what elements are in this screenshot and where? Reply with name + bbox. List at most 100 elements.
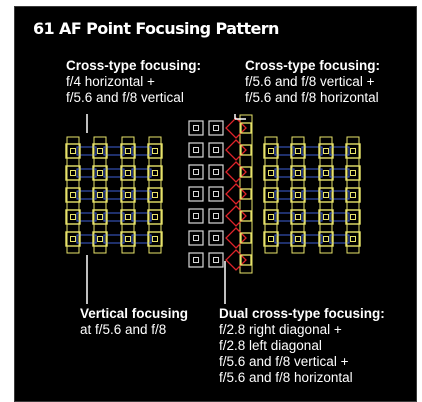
left_group-af-point bbox=[65, 165, 81, 181]
right_group-horizontal-frame bbox=[329, 234, 350, 244]
left_group-af-point bbox=[65, 143, 81, 159]
right_group-horizontal-frame bbox=[329, 168, 350, 178]
center-gray-af-point-core bbox=[213, 147, 219, 153]
callout-cross-type-outer: Cross-type focusing: f/4 horizontal + f/… bbox=[66, 58, 201, 106]
right_group-horizontal-frame bbox=[274, 146, 295, 156]
right_group-vertical-strip bbox=[346, 136, 360, 254]
right_group-horizontal-frame bbox=[274, 234, 295, 244]
left_group-horizontal-frame bbox=[76, 190, 97, 200]
right_group-af-point bbox=[345, 143, 361, 159]
callout-heading: Cross-type focusing: bbox=[66, 58, 202, 73]
left_group-vertical-strip bbox=[93, 136, 107, 254]
left_group-af-point-core bbox=[125, 236, 131, 242]
left_group-vertical-strip bbox=[148, 136, 162, 254]
right_group-af-point bbox=[263, 165, 279, 181]
right_group-af-point-core bbox=[295, 148, 301, 154]
left_group-horizontal-frame bbox=[131, 212, 152, 222]
center-gray-af-point bbox=[188, 230, 204, 246]
left_group-af-point-core bbox=[70, 148, 76, 154]
callout-line: f/5.6 and f/8 vertical bbox=[66, 90, 184, 105]
center-vertical-strip bbox=[239, 114, 253, 274]
right_group-af-point-core bbox=[268, 192, 274, 198]
callout-line: f/5.6 and f/8 horizontal bbox=[219, 370, 353, 385]
center-gray-af-point bbox=[208, 142, 224, 158]
center-gray-af-point bbox=[208, 120, 224, 136]
left_group-horizontal-frame bbox=[103, 190, 125, 200]
diagonal-frame bbox=[225, 161, 247, 183]
diagonal-frame bbox=[225, 117, 247, 139]
center-gray-af-point bbox=[188, 142, 204, 158]
left_group-af-point-core bbox=[125, 192, 131, 198]
af-pattern-panel: 61 AF Point Focusing Pattern Cross-type … bbox=[14, 6, 417, 402]
right_group-af-point-core bbox=[323, 236, 329, 242]
left_group-af-point bbox=[92, 209, 108, 225]
callout-vertical-focusing: Vertical focusing at f/5.6 and f/8 bbox=[80, 306, 188, 338]
center-gray-af-point bbox=[188, 164, 204, 180]
center-gray-af-point bbox=[188, 252, 204, 268]
right_group-af-point bbox=[263, 209, 279, 225]
right_group-af-point bbox=[345, 231, 361, 247]
right_group-horizontal-frame bbox=[301, 146, 323, 156]
left_group-af-point bbox=[147, 143, 163, 159]
diagram-title: 61 AF Point Focusing Pattern bbox=[33, 19, 279, 38]
left_group-af-point-core bbox=[70, 170, 76, 176]
right_group-af-point-core bbox=[295, 192, 301, 198]
center-gray-af-point bbox=[188, 186, 204, 202]
callout-dual-cross-type: Dual cross-type focusing: f/2.8 right di… bbox=[219, 306, 385, 386]
left_group-af-point-core bbox=[152, 148, 158, 154]
left_group-af-point bbox=[147, 231, 163, 247]
callout-line: f/4 horizontal + bbox=[66, 74, 155, 89]
center-gray-af-point-core bbox=[193, 147, 199, 153]
diagonal-frame bbox=[225, 227, 247, 249]
right_group-horizontal-frame bbox=[329, 212, 350, 222]
right_group-af-point bbox=[290, 187, 306, 203]
diagonal-frame bbox=[225, 139, 247, 161]
center-gray-af-point bbox=[188, 208, 204, 224]
right_group-af-point-core bbox=[268, 170, 274, 176]
diagonal-frame bbox=[225, 205, 247, 227]
left_group-af-point-core bbox=[152, 214, 158, 220]
right_group-af-point bbox=[318, 165, 334, 181]
right_group-af-point-core bbox=[323, 148, 329, 154]
callout-heading: Dual cross-type focusing: bbox=[219, 306, 385, 321]
left_group-horizontal-frame bbox=[103, 234, 125, 244]
callout-cross-type-inner: Cross-type focusing: f/5.6 and f/8 verti… bbox=[245, 58, 380, 106]
center-gray-af-point bbox=[208, 230, 224, 246]
left_group-horizontal-frame bbox=[103, 146, 125, 156]
left_group-af-point-core bbox=[152, 236, 158, 242]
center-gray-af-point-core bbox=[193, 169, 199, 175]
left_group-af-point bbox=[120, 187, 136, 203]
center-gray-af-point bbox=[208, 164, 224, 180]
left_group-af-point-core bbox=[152, 192, 158, 198]
left_group-af-point-core bbox=[97, 148, 103, 154]
callout-heading: Vertical focusing bbox=[80, 306, 189, 321]
callout-line: f/5.6 and f/8 vertical + bbox=[245, 74, 375, 89]
center-gray-af-point-core bbox=[193, 257, 199, 263]
center-gray-af-point-core bbox=[193, 213, 199, 219]
left_group-af-point-core bbox=[152, 170, 158, 176]
left_group-af-point bbox=[120, 209, 136, 225]
right_group-af-point bbox=[263, 231, 279, 247]
center-af-point bbox=[240, 144, 252, 156]
center-af-point bbox=[240, 210, 252, 222]
right_group-af-point-core bbox=[323, 170, 329, 176]
right_group-horizontal-frame bbox=[274, 190, 295, 200]
right_group-horizontal-frame bbox=[301, 190, 323, 200]
callout-line: f/2.8 right diagonal + bbox=[219, 322, 342, 337]
right_group-af-point bbox=[345, 209, 361, 225]
right_group-horizontal-frame bbox=[329, 146, 350, 156]
center-gray-af-point bbox=[208, 208, 224, 224]
left_group-af-point bbox=[65, 209, 81, 225]
right_group-af-point-core bbox=[268, 214, 274, 220]
center-gray-af-point-core bbox=[213, 213, 219, 219]
right_group-af-point bbox=[318, 209, 334, 225]
diagonal-frame bbox=[225, 249, 247, 271]
left_group-horizontal-frame bbox=[76, 168, 97, 178]
right_group-horizontal-frame bbox=[301, 234, 323, 244]
callout-line: f/5.6 and f/8 vertical + bbox=[219, 354, 349, 369]
left_group-horizontal-frame bbox=[103, 212, 125, 222]
right_group-af-point bbox=[290, 165, 306, 181]
right_group-af-point bbox=[318, 143, 334, 159]
right_group-af-point bbox=[345, 187, 361, 203]
right_group-af-point bbox=[263, 187, 279, 203]
